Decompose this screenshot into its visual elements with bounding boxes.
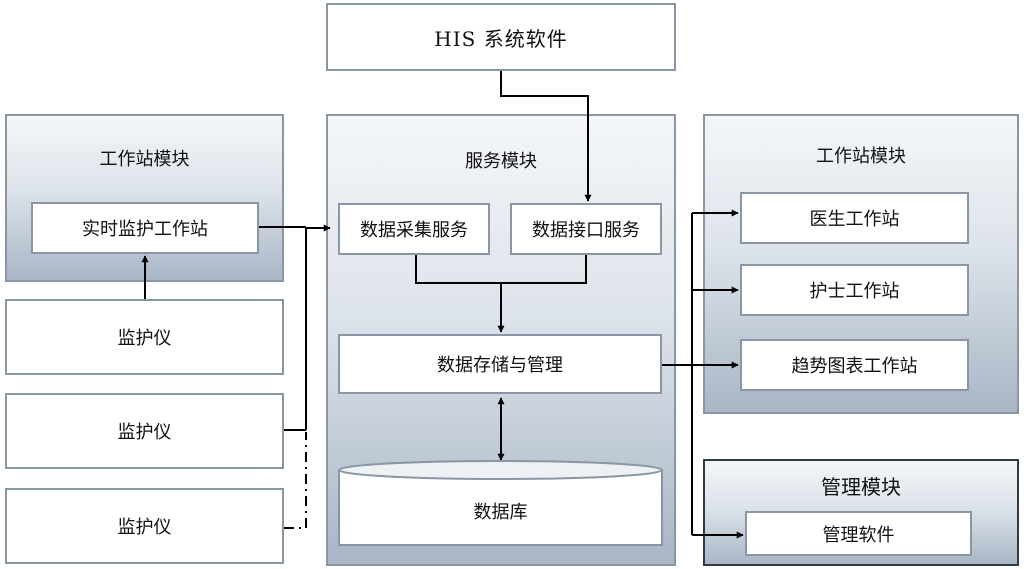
admin-software: 管理软件 <box>745 511 972 556</box>
nurse-workstation: 护士工作站 <box>740 264 969 316</box>
trend-chart-workstation-label: 趋势图表工作站 <box>791 356 918 377</box>
his-system-label: HIS 系统软件 <box>434 26 568 51</box>
left-module-title: 工作站模块 <box>99 149 190 170</box>
data-interface-service-label: 数据接口服务 <box>532 220 640 241</box>
trend-chart-workstation: 趋势图表工作站 <box>740 339 969 391</box>
monitor-device-label: 监护仪 <box>117 517 172 538</box>
data-storage-management: 数据存储与管理 <box>338 334 662 394</box>
monitor3-dashed-link <box>284 432 307 529</box>
his-system-box: HIS 系统软件 <box>326 3 676 71</box>
service-module-title: 服务模块 <box>465 151 537 172</box>
monitor-device-label: 监护仪 <box>117 328 172 349</box>
data-collection-service-label: 数据采集服务 <box>360 220 468 241</box>
monitor-device-1: 监护仪 <box>5 299 284 375</box>
left-workstation-module <box>5 114 284 282</box>
admin-module-title: 管理模块 <box>821 475 901 499</box>
realtime-monitor-station: 实时监护工作站 <box>31 202 259 254</box>
nurse-workstation-label: 护士工作站 <box>809 281 900 302</box>
database-label: 数据库 <box>473 502 528 523</box>
doctor-workstation-label: 医生工作站 <box>809 209 900 230</box>
right-module-title: 工作站模块 <box>816 146 906 167</box>
monitor-device-label: 监护仪 <box>117 422 172 443</box>
monitor-device-3: 监护仪 <box>5 488 284 564</box>
realtime-monitor-station-label: 实时监护工作站 <box>82 219 208 240</box>
data-storage-management-label: 数据存储与管理 <box>437 355 563 376</box>
admin-software-label: 管理软件 <box>822 524 895 546</box>
doctor-workstation: 医生工作站 <box>740 192 969 244</box>
data-collection-service: 数据采集服务 <box>338 203 490 255</box>
monitor-device-2: 监护仪 <box>5 393 284 469</box>
data-interface-service: 数据接口服务 <box>510 203 662 255</box>
